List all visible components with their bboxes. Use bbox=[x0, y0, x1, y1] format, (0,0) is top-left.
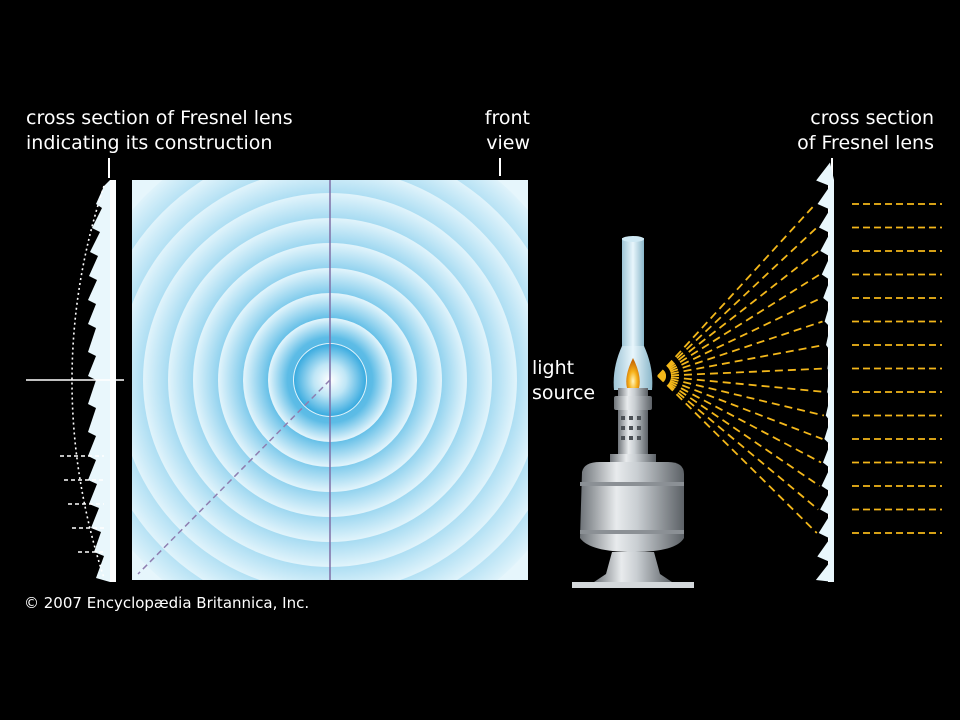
converging-ray bbox=[657, 297, 822, 377]
light-rays bbox=[657, 203, 826, 534]
converging-ray bbox=[657, 375, 818, 534]
label-left-cross-section: cross section of Fresnel lens indicating… bbox=[26, 107, 293, 154]
front-view-lens bbox=[132, 158, 528, 580]
parallel-output-rays bbox=[852, 203, 942, 534]
right-cross-section bbox=[815, 158, 834, 582]
converging-ray bbox=[657, 250, 819, 377]
lamp-chimney-top bbox=[622, 238, 644, 348]
copyright-text: © 2007 Encyclopædia Britannica, Inc. bbox=[24, 594, 310, 612]
converging-ray bbox=[657, 375, 821, 487]
converging-ray bbox=[657, 367, 826, 377]
converging-ray bbox=[657, 375, 823, 440]
oil-lamp-icon bbox=[572, 236, 694, 588]
left-lens-stepped-profile bbox=[88, 180, 110, 582]
left-lens-flat-side bbox=[110, 180, 116, 582]
converging-ray bbox=[657, 320, 823, 377]
lamp-reservoir bbox=[580, 462, 684, 552]
converging-ray bbox=[657, 375, 822, 464]
lamp-flame bbox=[626, 358, 640, 391]
label-front-view: front view bbox=[484, 107, 530, 154]
left-cross-section bbox=[26, 158, 124, 582]
converging-ray bbox=[657, 375, 826, 393]
converging-ray bbox=[657, 226, 818, 377]
label-light-source: light source bbox=[532, 357, 596, 404]
front-diagonal-dashed-line bbox=[137, 379, 331, 575]
left-step-dashes bbox=[60, 455, 104, 553]
label-right-cross-section: cross section of Fresnel lens bbox=[797, 107, 934, 154]
converging-ray bbox=[657, 273, 821, 377]
lamp-foot bbox=[594, 552, 672, 582]
converging-ray bbox=[657, 375, 825, 417]
converging-ray bbox=[657, 375, 819, 511]
converging-ray bbox=[657, 344, 825, 377]
right-lens-stepped-profile bbox=[815, 162, 834, 582]
